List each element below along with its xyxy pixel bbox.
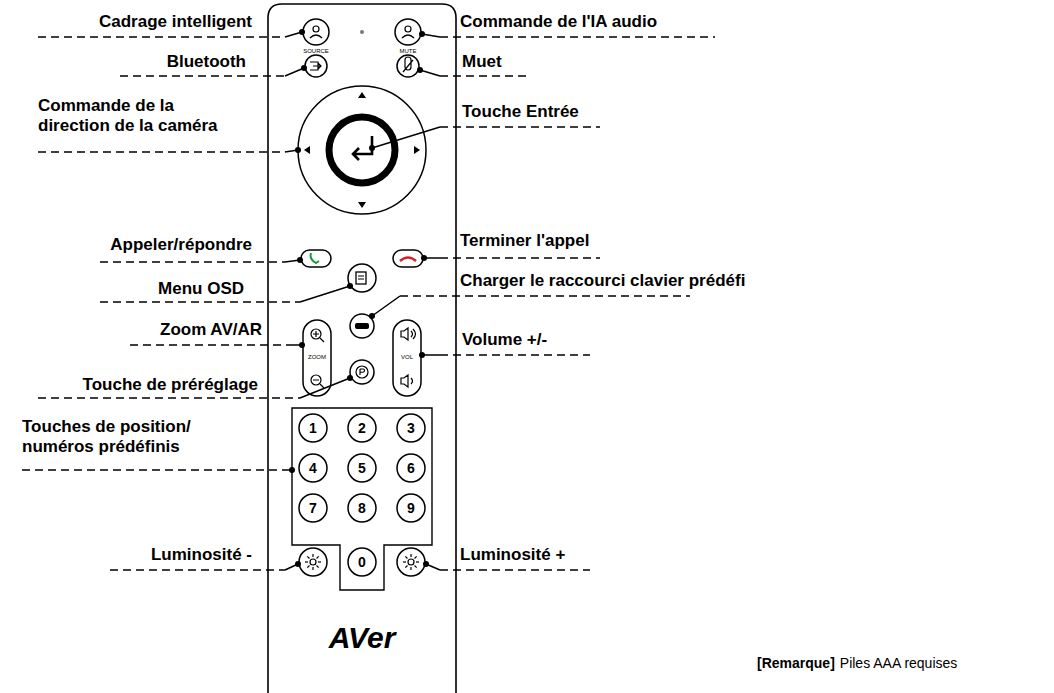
button-icon bbox=[356, 272, 366, 284]
button-icon bbox=[405, 26, 411, 32]
callout-label: Volume +/- bbox=[462, 330, 547, 350]
callout-label: Touche Entrée bbox=[462, 102, 579, 122]
callout-label: Cadrage intelligent bbox=[99, 12, 252, 32]
sun-ray bbox=[312, 554, 313, 557]
sun-core bbox=[310, 559, 316, 565]
button-icon bbox=[310, 62, 321, 70]
sun-ray bbox=[307, 566, 309, 568]
status-led bbox=[360, 30, 364, 34]
button-caption: VOL bbox=[401, 354, 413, 361]
callout-label: Appeler/répondre bbox=[110, 235, 252, 255]
end-call-button bbox=[393, 250, 423, 267]
mute-button bbox=[397, 55, 419, 77]
callout-label: Commande de l'IA audio bbox=[460, 12, 657, 32]
sun-ray bbox=[307, 556, 309, 558]
button-icon bbox=[358, 276, 364, 279]
key-number: 5 bbox=[358, 460, 366, 476]
sun-ray bbox=[410, 554, 411, 557]
osd-button bbox=[348, 264, 376, 292]
zoom-icon bbox=[313, 380, 324, 388]
leader-lines bbox=[22, 32, 715, 570]
key-number: 0 bbox=[358, 554, 366, 570]
key-number: 6 bbox=[407, 460, 415, 476]
key-number: 3 bbox=[407, 420, 415, 436]
callout-label: Touches de position/ numéros prédéfinis bbox=[22, 417, 194, 458]
button-icon bbox=[313, 26, 319, 32]
sun-ray bbox=[403, 561, 406, 562]
call-icon bbox=[311, 253, 319, 263]
sun-ray bbox=[305, 561, 308, 562]
callout-label: Luminosité - bbox=[151, 545, 252, 565]
speaker-icon bbox=[401, 375, 413, 387]
keypad-outline bbox=[292, 408, 432, 590]
sun-ray bbox=[317, 566, 319, 568]
button-caption: MUTE bbox=[400, 48, 417, 55]
hotkey-button bbox=[350, 314, 374, 338]
callout-label: Zoom AV/AR bbox=[160, 320, 262, 340]
key-number: 1 bbox=[309, 420, 317, 436]
speaker-icon bbox=[401, 328, 416, 340]
button-icon bbox=[355, 323, 369, 329]
callout-label: Muet bbox=[462, 52, 502, 72]
volume-rocker bbox=[393, 320, 421, 396]
sun-ray bbox=[415, 566, 417, 568]
enter-button bbox=[329, 117, 395, 183]
zoom-rocker bbox=[303, 320, 331, 396]
key-number: 4 bbox=[309, 460, 317, 476]
sun-ray bbox=[405, 566, 407, 568]
button-icon bbox=[310, 35, 322, 38]
audio-ai-button bbox=[395, 19, 421, 45]
sun-ray bbox=[415, 556, 417, 558]
callout-label: Menu OSD bbox=[158, 279, 244, 299]
button-caption: SOURCE bbox=[303, 48, 329, 55]
callout-label: Commande de la direction de la caméra bbox=[38, 96, 220, 137]
callout-label: Terminer l'appel bbox=[460, 231, 589, 251]
button-icon bbox=[356, 366, 368, 378]
direction-ring bbox=[298, 86, 426, 214]
sun-ray bbox=[405, 556, 407, 558]
keypad-keys bbox=[299, 414, 425, 576]
key-number: 2 bbox=[358, 420, 366, 436]
zoom-icon bbox=[313, 331, 324, 342]
leader-dots bbox=[289, 29, 429, 567]
note-text: Piles AAA requises bbox=[840, 655, 958, 671]
sun-core bbox=[408, 559, 414, 565]
end-call-icon bbox=[400, 258, 416, 262]
smart-frame-button bbox=[303, 19, 329, 45]
brand-logo: AVer bbox=[329, 621, 396, 656]
key-number: 8 bbox=[358, 500, 366, 516]
sun-ray bbox=[312, 567, 313, 570]
button-icon bbox=[360, 369, 365, 375]
sun-ray bbox=[317, 556, 319, 558]
button-icon bbox=[402, 35, 414, 38]
callout-label: Charger le raccourci clavier prédéfi bbox=[460, 271, 745, 291]
bluetooth-button bbox=[305, 55, 327, 77]
preset-button bbox=[350, 360, 374, 384]
sun-ray bbox=[416, 561, 419, 562]
button-icon bbox=[403, 57, 413, 72]
call-button bbox=[301, 250, 331, 267]
callout-label: Bluetooth bbox=[167, 52, 246, 72]
sun-ray bbox=[410, 567, 411, 570]
callout-label: Luminosité + bbox=[460, 545, 565, 565]
key-number: 9 bbox=[407, 500, 415, 516]
direction-arrows bbox=[304, 92, 420, 208]
button-caption: ZOOM bbox=[308, 354, 326, 361]
brightness-icons bbox=[305, 554, 419, 570]
callout-label: Touche de préréglage bbox=[83, 375, 258, 395]
note-label: [Remarque] bbox=[757, 655, 835, 671]
sun-ray bbox=[318, 561, 321, 562]
remote-body bbox=[268, 4, 456, 693]
key-number: 7 bbox=[309, 500, 317, 516]
